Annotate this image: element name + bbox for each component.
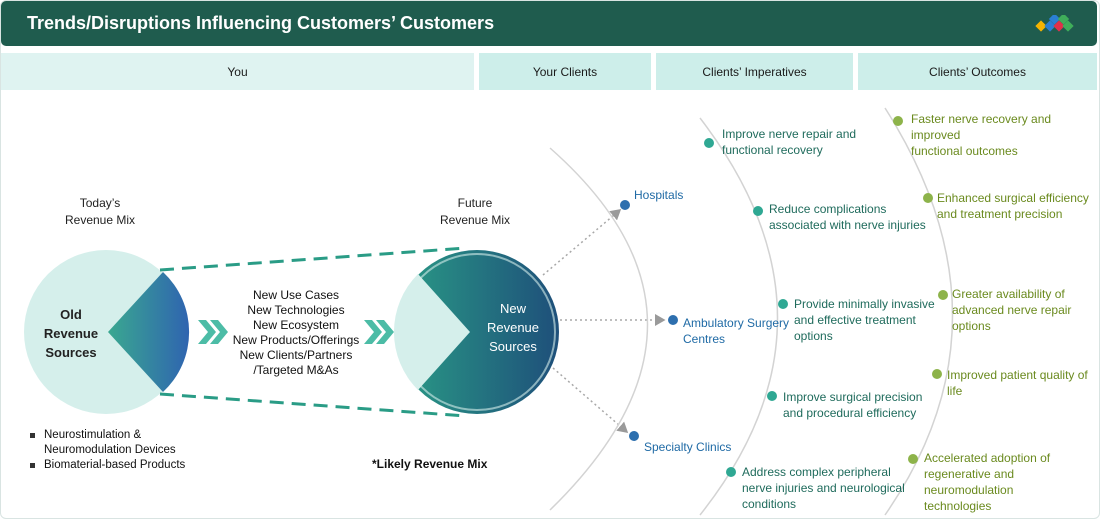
- column-header-your-clients: Your Clients: [479, 53, 651, 90]
- column-header-clients-imperatives: Clients’ Imperatives: [656, 53, 853, 90]
- connector-top-dashed: [159, 246, 467, 272]
- list-item: Biomaterial-based Products: [30, 458, 185, 473]
- header-bar: Trends/Disruptions Influencing Customers…: [1, 1, 1097, 46]
- driver-item: New Ecosystem: [252, 318, 340, 332]
- outcome-dot: [938, 290, 948, 300]
- likely-revenue-note: *Likely Revenue Mix: [372, 457, 488, 471]
- list-item: Neurostimulation &: [30, 428, 185, 443]
- column-header-you: You: [1, 53, 474, 90]
- imperative-dot: [778, 299, 788, 309]
- outcome-dot: [893, 116, 903, 126]
- arrow-to-hospitals: [542, 209, 622, 276]
- imperative-dot: [704, 138, 714, 148]
- new-revenue-circle: [395, 250, 559, 414]
- chevron-arrows-left-icon: [198, 320, 228, 344]
- driver-item: New Technologies: [247, 303, 345, 317]
- brand-logo-icon: [1035, 15, 1074, 32]
- list-item: Neuromodulation Devices: [44, 444, 176, 456]
- imperative-dot: [767, 391, 777, 401]
- client-dot: [668, 315, 678, 325]
- old-revenue-wedge: [108, 272, 190, 392]
- imperatives-arc: [699, 117, 779, 516]
- driver-item: New Use Cases: [252, 288, 340, 302]
- new-revenue-wedge: [393, 274, 470, 390]
- outcome-dot: [908, 454, 918, 464]
- driver-item: New Clients/Partners: [239, 348, 353, 362]
- outcome-dot: [923, 193, 933, 203]
- page-title: Trends/Disruptions Influencing Customers…: [27, 13, 495, 33]
- client-dot: [620, 200, 630, 210]
- clients-arc: [549, 147, 649, 511]
- drivers-list: New Use Cases New Technologies New Ecosy…: [226, 288, 366, 378]
- imperative-dot: [753, 206, 763, 216]
- connector-bottom-dashed: [159, 392, 467, 418]
- client-specialty-clinics: Specialty Clinics: [644, 440, 732, 454]
- outcome-dot: [932, 369, 942, 379]
- old-sources-list: Neurostimulation & Neuromodulation Devic…: [30, 428, 185, 473]
- client-hospitals: Hospitals: [634, 188, 684, 202]
- client-dot: [629, 431, 639, 441]
- outcome-item: Improved patient quality of life: [947, 368, 1088, 398]
- column-header-clients-outcomes: Clients’ Outcomes: [858, 53, 1097, 90]
- driver-item: New Products/Offerings: [232, 333, 360, 347]
- imperative-dot: [726, 467, 736, 477]
- driver-item: /Targeted M&As: [253, 363, 339, 377]
- chevron-arrows-right-icon: [364, 320, 394, 344]
- arrow-to-specialty: [552, 367, 629, 433]
